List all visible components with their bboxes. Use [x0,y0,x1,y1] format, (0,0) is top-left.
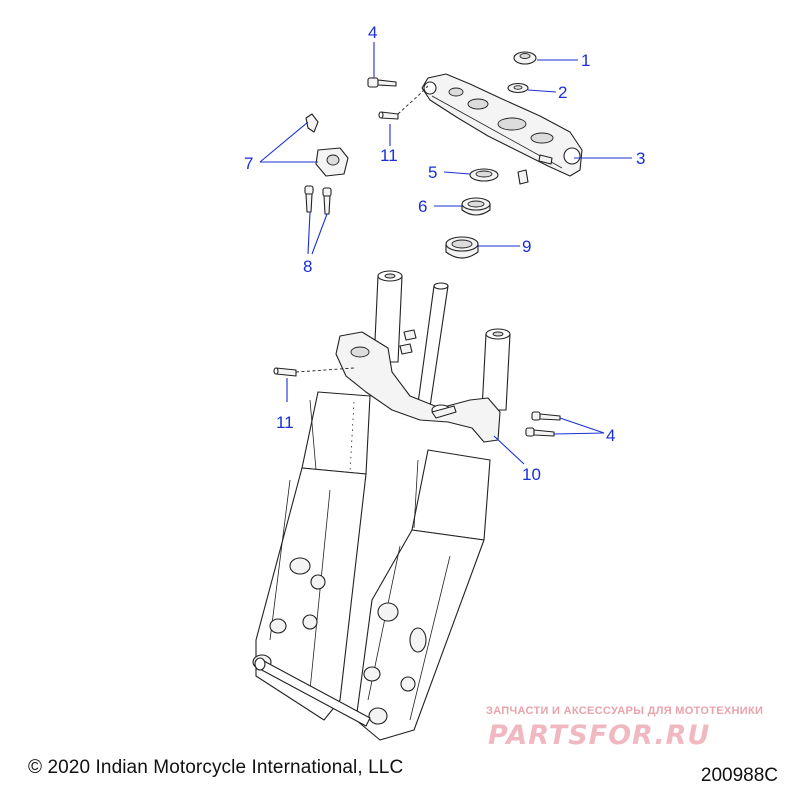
callout-2: 2 [558,83,567,102]
callout-10: 10 [522,465,541,484]
callout-4-side: 4 [606,426,615,445]
lower-pin [273,367,297,377]
upper-triple-clamp [421,73,583,177]
flat-washer [507,82,529,94]
pin-guide-line [397,85,429,115]
lower-clamp-bolts [399,329,417,355]
brake-line-clamp [305,113,349,177]
copyright-text: © 2020 Indian Motorcycle International, … [28,757,404,778]
fork-assembly [252,270,511,741]
top-bolt [367,77,397,88]
clamp-screw [538,154,553,165]
callout-7: 7 [244,154,253,173]
leader-lines [259,42,632,465]
callout-11-top: 11 [380,146,398,165]
cap-washer [513,51,537,65]
top-pin [378,111,399,120]
watermark-tagline: ЗАПЧАСТИ И АКСЕССУАРЫ ДЛЯ МОТОТЕХНИКИ [486,705,764,717]
figure-id: 200988C [700,765,778,786]
callout-6: 6 [418,197,427,216]
upper-bearing [461,197,491,216]
callout-8: 8 [303,257,312,276]
lower-bearing [445,236,479,259]
adjuster-ring [469,168,499,182]
lower-pin-guide-line [295,367,355,373]
small-bolt [517,169,529,185]
callout-5: 5 [428,163,437,182]
callout-3: 3 [636,149,645,168]
callout-1: 1 [581,51,590,70]
watermark-logo: PARTSFOR.RU [488,720,711,751]
callout-9: 9 [522,237,531,256]
clamp-bolts [304,185,332,215]
side-bolts [525,411,561,437]
callout-11-lower: 11 [276,413,294,432]
callout-4-top: 4 [368,23,377,42]
